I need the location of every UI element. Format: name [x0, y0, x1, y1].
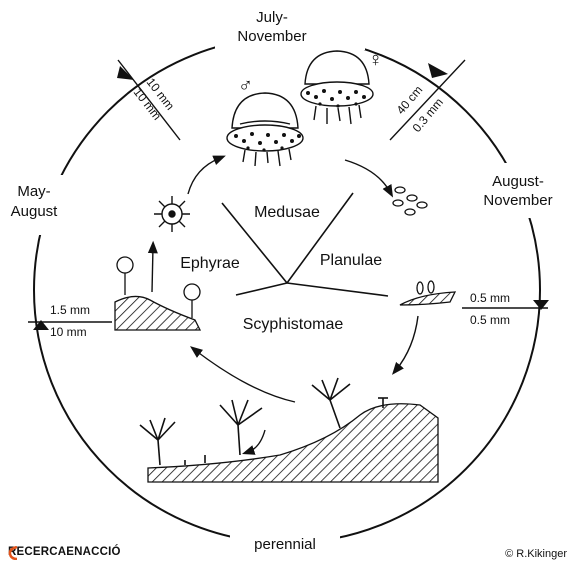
footer-logo: RECERCAENACCIÓ: [8, 546, 121, 560]
ring-arrow-e: [533, 300, 549, 310]
logo-mark-icon: [8, 546, 18, 560]
stage-ephyrae: Ephyrae: [180, 255, 240, 272]
arrow-planula-to-settle: [392, 315, 419, 375]
divider-nw: [117, 59, 181, 141]
ring-arrow-nw: [117, 66, 134, 80]
gap-top: [215, 0, 365, 50]
divider-ne: [389, 59, 466, 141]
season-scyphistomae: perennial: [254, 536, 316, 553]
ephyra-illustration: [154, 196, 190, 232]
arrow-polyp-to-ephyra: [147, 240, 158, 293]
right-small-substrate: [399, 280, 457, 306]
female-symbol: ♀: [368, 49, 383, 71]
size-w-top: 1.5 mm: [50, 303, 90, 317]
male-symbol: ♂: [238, 75, 253, 97]
image-credit: © R.Kikinger: [505, 548, 567, 560]
left-substrate: [114, 256, 202, 331]
male-medusa-illustration: [226, 92, 304, 167]
arrow-ephyra-to-medusa: [187, 155, 226, 195]
ring-arrow-ne: [428, 63, 448, 78]
season-medusae-line1: July-: [256, 9, 288, 26]
gap-left: [0, 175, 72, 235]
center-line-left: [221, 202, 288, 284]
season-medusae-line2: November: [237, 28, 306, 45]
center-line-right: [286, 192, 354, 284]
gap-bottom: [230, 525, 340, 555]
stage-planulae: Planulae: [320, 252, 382, 269]
season-planulae-line2: November: [483, 192, 552, 209]
season-planulae-line1: August-: [492, 173, 544, 190]
season-ephyrae-line2: August: [11, 203, 59, 220]
size-e-top: 0.5 mm: [470, 291, 510, 305]
arrow-scyphistoma-to-strobila: [189, 346, 296, 403]
arrow-budding: [242, 429, 266, 455]
gap-right: [478, 163, 575, 218]
stage-medusae: Medusae: [254, 204, 320, 221]
bottom-substrate: [139, 377, 439, 483]
flow-arrows: [147, 155, 419, 455]
size-w-bottom: 10 mm: [50, 325, 87, 339]
stage-scyphistomae: Scyphistomae: [243, 316, 344, 333]
ring-arrow-w: [33, 320, 49, 330]
planulae-illustration: [392, 186, 428, 216]
logo-text: RECERCAENACCIÓ: [8, 546, 121, 558]
arrow-medusa-to-planula: [344, 159, 394, 198]
center-line-lower-right: [286, 282, 389, 297]
female-medusa-illustration: [300, 50, 374, 125]
season-ephyrae-line1: May-: [17, 183, 50, 200]
size-e-bottom: 0.5 mm: [470, 313, 510, 327]
center-line-lower-left: [235, 282, 288, 296]
